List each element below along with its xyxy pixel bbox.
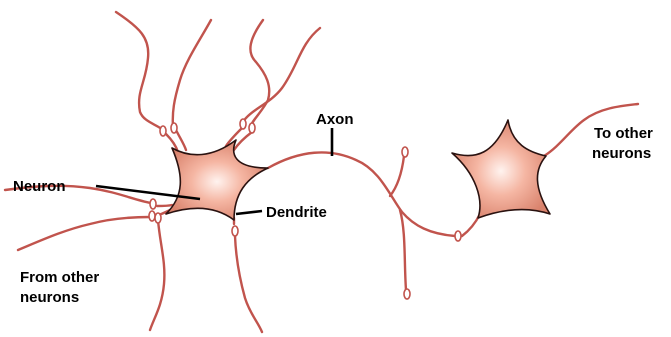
- synapse-terminal: [149, 211, 155, 221]
- synapse-terminal: [455, 231, 461, 241]
- synapse-terminal: [155, 213, 161, 223]
- dendrite-fiber: [235, 236, 262, 332]
- from-other-neurons-label-line2: neurons: [20, 289, 79, 306]
- connector-fiber: [157, 205, 172, 206]
- dendrite-fiber: [243, 28, 320, 122]
- dendrite-leader-line: [236, 211, 262, 214]
- neuron-label: Neuron: [13, 178, 66, 195]
- axon-label: Axon: [316, 111, 354, 128]
- dendrite-fiber: [18, 217, 150, 250]
- dendrite-fiber: [150, 220, 164, 330]
- connector-fiber: [462, 214, 480, 236]
- to-other-neurons-label-line1: To other: [594, 125, 653, 142]
- synapse-terminal: [249, 123, 255, 133]
- synapse-terminal: [150, 199, 156, 209]
- axon-branch: [390, 156, 404, 196]
- axon-branch: [400, 210, 406, 290]
- synapse-terminal: [404, 289, 410, 299]
- synapse-terminal: [232, 226, 238, 236]
- axon-fiber: [268, 152, 455, 236]
- connector-fiber: [176, 130, 186, 150]
- neuron-cell-body-left: [166, 140, 268, 220]
- from-other-neurons-label-line1: From other: [20, 269, 99, 286]
- synapse-terminal: [171, 123, 177, 133]
- synapse-terminal: [240, 119, 246, 129]
- synapse-terminal: [402, 147, 408, 157]
- neuron-cell-body-right: [452, 120, 550, 218]
- dendrite-fiber: [173, 20, 211, 127]
- dendrite-label: Dendrite: [266, 204, 327, 221]
- dendrite-fiber: [116, 12, 163, 130]
- synapse-terminal: [160, 126, 166, 136]
- to-other-neurons-label-line2: neurons: [592, 145, 651, 162]
